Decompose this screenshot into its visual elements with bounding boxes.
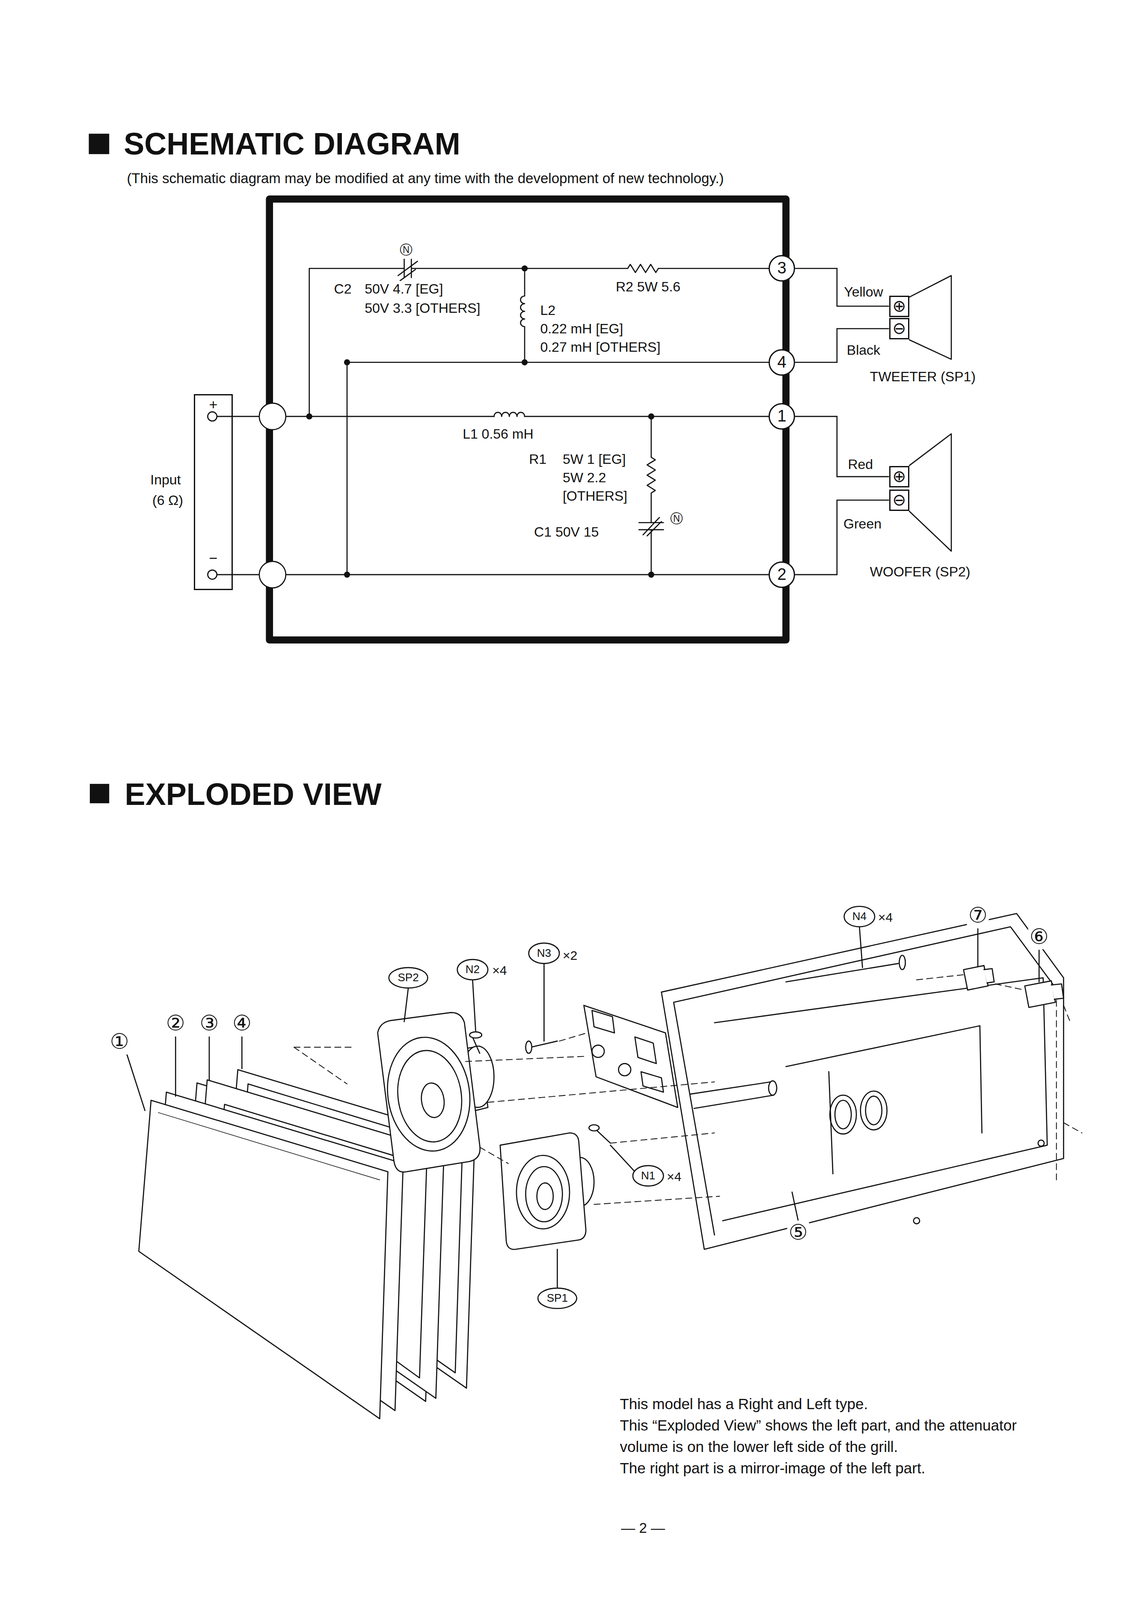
tweeter-symbol [909,275,952,360]
part-value: 50V 3.3 [OTHERS] [363,300,482,317]
part-value: R2 5W 5.6 [614,279,682,295]
callout-number: ⑦ [967,903,989,929]
part-value: 0.22 mH [EG] [538,320,625,337]
heading-bullet [89,783,110,804]
note-text: The right part is a mirror-image of the … [618,1457,1032,1479]
page-number: — 2 — [619,1519,667,1537]
callout-number: ③ [198,1011,221,1037]
part-ref: L2 [538,302,557,319]
impedance-label: (6 Ω) [151,492,185,508]
terminal-number: 2 [777,565,787,585]
input-label: Input [148,472,182,488]
wire-color-label: Yellow [842,284,885,300]
hardware [469,955,1064,1144]
heading-bullet [89,133,110,155]
guide-lines [293,974,1082,1205]
speaker-name: WOOFER (SP2) [868,563,972,580]
callout-ovals [388,906,875,1309]
callout-code: N3 [535,946,553,960]
terminal-circle: 3 [768,255,796,282]
terminal-circle: 4 [768,349,796,376]
speaker-wire [795,416,889,477]
section-heading: EXPLODED VIEW [123,776,383,812]
quantity: ×4 [876,910,894,926]
part-ref: C2 [332,281,354,297]
part-ref: R1 [527,451,548,468]
note-text: This model has a Right and Left type. [618,1393,1032,1415]
crossover-schematic [207,198,786,640]
polarity-sign: + [209,396,218,413]
terminal-number: 3 [777,258,787,278]
wire-color-label: Green [842,515,883,532]
callout-code: N4 [851,910,868,924]
callout-number: ② [164,1011,187,1037]
part-value: 0.27 mH [OTHERS] [538,339,662,356]
callout-number: ① [108,1030,131,1055]
speaker-terminal: ⊕ [889,295,910,318]
nonpolar-mark: Ⓝ [668,510,685,526]
callout-code: SP1 [545,1291,570,1305]
part-value: 50V 4.7 [EG] [363,281,445,297]
crossover-board [583,1005,678,1108]
speaker-terminal: ⊕ [889,466,910,488]
callout-number: ④ [231,1011,253,1037]
callout-code: N1 [639,1169,657,1183]
part-value: 5W 2.2 [561,469,608,486]
nonpolar-mark: Ⓝ [398,242,414,258]
quantity: ×4 [665,1169,683,1185]
note-text: This “Exploded View” shows the left part… [618,1414,1032,1458]
wire-color-label: Red [846,456,875,473]
quantity: ×2 [561,947,579,963]
callout-number: ⑤ [787,1220,810,1246]
tweeter-part [500,1133,594,1250]
part-value: L1 0.56 mH [461,425,535,442]
input-terminal-strip: +− [193,394,233,591]
quantity: ×4 [490,963,508,979]
enclosure [661,913,1064,1250]
terminal-polarity: ⊕ [892,467,906,487]
note-text: (This schematic diagram may be modified … [125,170,725,187]
leader-lines [126,926,1040,1289]
speaker-wire [795,328,889,363]
woofer-part [377,1012,495,1173]
terminal-polarity: ⊖ [892,490,906,510]
callout-code: SP2 [396,971,421,985]
section-heading: SCHEMATIC DIAGRAM [122,126,462,162]
part-value: 5W 1 [EG] [561,451,628,468]
terminal-number: 1 [777,406,787,426]
terminal-polarity: ⊖ [892,319,906,339]
speaker-name: TWEETER (SP1) [868,368,977,385]
woofer-symbol [909,433,952,552]
terminal-circle: 2 [768,561,796,588]
polarity-sign: − [209,549,218,567]
speaker-terminal: ⊖ [889,489,910,511]
speaker-wire [795,268,889,306]
terminal-number: 4 [777,353,787,372]
terminal-circle: 1 [768,403,796,430]
speaker-terminal: ⊖ [889,317,910,340]
part-value: C1 50V 15 [532,523,600,540]
wire-color-label: Black [845,342,882,359]
part-value: [OTHERS] [561,488,629,505]
terminal-polarity: ⊕ [892,296,906,316]
callout-code: N2 [464,963,481,977]
callout-number: ⑥ [1028,924,1051,950]
